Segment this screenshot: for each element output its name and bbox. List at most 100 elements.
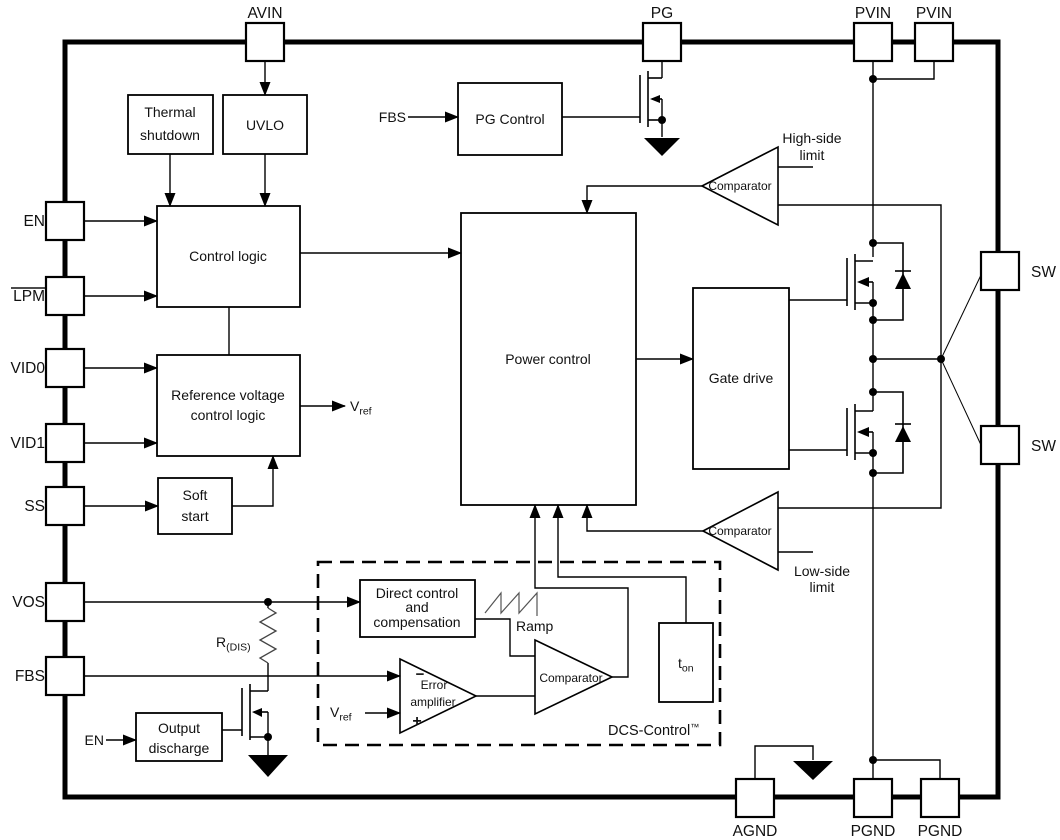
soft-start-label-2: start (181, 508, 208, 524)
rdis-resistor-icon (258, 607, 278, 664)
pin-vid1 (44, 422, 86, 464)
high-side-fet-icon (846, 242, 911, 321)
hs-body-diode-icon (895, 273, 911, 289)
wire-ramp-dcscomp (475, 618, 535, 657)
pin-label-pvin1: PVIN (855, 5, 891, 22)
output-discharge-label-1: Output (158, 720, 200, 736)
pin-label-vos: VOS (12, 594, 45, 611)
low-side-comparator-label: Comparator (708, 524, 771, 538)
direct-control-label-3: compensation (373, 614, 460, 630)
uvlo-label: UVLO (246, 117, 284, 133)
direct-control-label-2: and (405, 599, 428, 615)
wire-pvin2-branch (873, 61, 935, 80)
thermal-shutdown-label-1: Thermal (144, 104, 195, 120)
output-discharge-block (135, 712, 223, 762)
pin-avin (244, 21, 286, 63)
control-logic-block (156, 205, 301, 308)
low-side-limit-label-1: Low-side (794, 563, 850, 579)
pin-label-fbs: FBS (15, 668, 45, 685)
vref-input-label: Vref (330, 704, 352, 724)
wire-agnd (754, 745, 814, 779)
high-side-limit-label-2: limit (800, 147, 825, 163)
ton-block (658, 622, 714, 703)
wire-highcomp-powercontrol (581, 185, 702, 214)
wires (84, 61, 942, 779)
reference-voltage-label-2: control logic (191, 407, 266, 423)
pin-label-ss: SS (24, 498, 45, 515)
power-control-label: Power control (505, 351, 591, 367)
ramp-waveform-icon (484, 591, 538, 616)
reference-voltage-label-1: Reference voltage (171, 387, 285, 403)
pin-sw-1 (979, 250, 1021, 292)
block-labels: Thermal shutdown UVLO PG Control Control… (140, 104, 773, 756)
en-input-label: EN (85, 732, 104, 748)
pin-ss (44, 485, 86, 527)
power-control-block (460, 212, 637, 506)
error-amp-label-1: Error (421, 678, 448, 692)
wire-sw1-diagonal (940, 274, 982, 360)
fbs-input-label: FBS (379, 109, 406, 125)
pin-label-pvin2: PVIN (916, 5, 952, 22)
pin-en (44, 200, 86, 242)
ramp-label: Ramp (516, 618, 554, 634)
soft-start-label-1: Soft (183, 487, 208, 503)
pin-label-en: EN (23, 213, 45, 230)
pin-label-sw2: SW (1031, 438, 1056, 455)
pin-label-vid0: VID0 (11, 360, 46, 377)
discharge-ground-icon (248, 755, 288, 777)
output-discharge-fet-icon (241, 684, 268, 740)
agnd-ground-icon (793, 761, 833, 780)
pin-label-vid1: VID1 (11, 435, 45, 452)
pin-label-lpm: LPM (13, 288, 45, 305)
error-amp-plus-sign: + (412, 713, 421, 730)
rdis-label: R(DIS) (216, 634, 251, 654)
wire-sw2-diagonal (940, 358, 982, 446)
error-amplifier (399, 657, 478, 735)
reference-voltage-block (156, 354, 301, 457)
pin-vos (44, 581, 86, 623)
wire-ton-powercontrol (552, 504, 687, 623)
pin-pgnd-1 (852, 777, 894, 819)
ton-label: ton (678, 655, 694, 675)
dcs-comparator-label: Comparator (539, 671, 602, 685)
wire-current-sense-loop (778, 204, 942, 509)
wire-pgnd2-branch (873, 759, 941, 779)
mosfets (241, 71, 911, 740)
error-amp-minus-sign: − (416, 666, 425, 683)
dcs-control-label: DCS-Control™ (608, 722, 699, 739)
pin-squares (44, 21, 1021, 819)
high-side-comparator (700, 145, 779, 227)
wire-lowcomp-powercontrol (581, 504, 703, 532)
pin-label-agnd: AGND (733, 823, 778, 840)
output-discharge-label-2: discharge (149, 740, 210, 756)
dcs-comparator (534, 638, 614, 716)
wire-dcscomp-powercontrol (529, 504, 629, 678)
vref-output-label: Vref (350, 398, 372, 418)
low-side-fet-icon (846, 391, 911, 474)
pin-pg (641, 21, 683, 63)
ground-symbols (248, 138, 833, 780)
chip-outline (62, 39, 1001, 800)
pin-lpm (44, 275, 86, 317)
thermal-shutdown-block (127, 94, 214, 155)
thermal-shutdown-label-2: shutdown (140, 127, 200, 143)
comparator-labels: Comparator Comparator Comparator Error a… (410, 179, 771, 730)
signal-labels: FBS EN Ramp High-side limit Low-side lim… (85, 109, 851, 748)
pin-agnd (734, 777, 776, 819)
pin-label-pgnd1: PGND (851, 823, 896, 840)
junction-dots (264, 75, 945, 764)
pg-control-label: PG Control (475, 111, 544, 127)
direct-control-block (359, 579, 476, 638)
wire-softstart-refvoltage (232, 455, 279, 507)
dcs-control-dashed-box (316, 560, 722, 747)
pin-fbs (44, 655, 86, 697)
direct-control-label-1: Direct control (376, 585, 458, 601)
sw-diagonals (940, 274, 982, 446)
triangles (399, 145, 779, 735)
pin-pvin-2 (913, 21, 955, 63)
error-amp-label-2: amplifier (410, 695, 455, 709)
pin-sw-2 (979, 424, 1021, 466)
pin-vid0 (44, 347, 86, 389)
